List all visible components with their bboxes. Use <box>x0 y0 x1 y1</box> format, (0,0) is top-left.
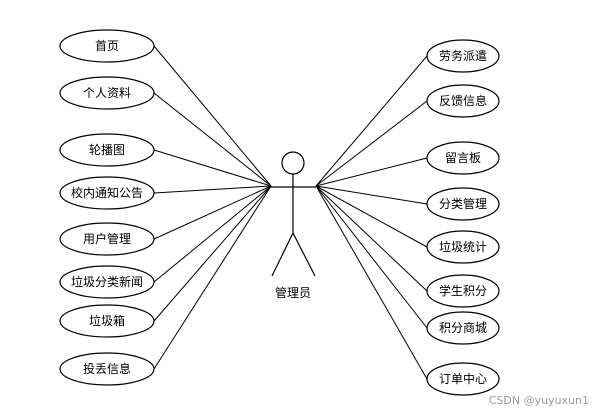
use-case-right-5: 垃圾统计 <box>426 230 500 264</box>
association-line-left-5 <box>153 185 272 240</box>
association-line-left-7 <box>153 185 272 322</box>
use-case-label: 用户管理 <box>83 231 131 246</box>
association-line-right-1 <box>315 55 428 187</box>
association-line-left-2 <box>153 92 272 187</box>
use-case-right-3: 留言板 <box>426 141 500 175</box>
use-case-ellipse <box>426 39 500 73</box>
use-case-left-6: 垃圾分类新闻 <box>59 265 155 299</box>
actor-left-leg <box>271 232 294 277</box>
association-line-right-5 <box>315 185 428 248</box>
use-case-label: 轮播图 <box>89 143 125 157</box>
actor-figure: 管理员 <box>270 151 316 300</box>
use-case-left-2: 个人资料 <box>59 76 155 110</box>
use-case-label: 首页 <box>95 39 119 53</box>
use-case-ellipse <box>426 230 500 264</box>
use-case-label: 订单中心 <box>439 371 487 386</box>
use-case-left-4: 校内通知公告 <box>59 176 155 210</box>
association-line-left-3 <box>153 149 272 187</box>
association-line-left-6 <box>153 185 272 283</box>
use-case-label: 反馈信息 <box>439 93 487 108</box>
association-line-left-8 <box>153 185 272 370</box>
use-case-ellipse <box>426 187 500 221</box>
actor-name: 管理员 <box>275 285 311 300</box>
use-case-right-4: 分类管理 <box>426 187 500 221</box>
use-case-label: 留言板 <box>445 151 481 165</box>
association-line-left-1 <box>153 45 272 187</box>
use-case-ellipse <box>426 311 500 345</box>
use-case-ellipse <box>59 304 155 338</box>
use-case-label: 学生积分 <box>439 283 487 298</box>
use-case-ellipse <box>59 133 155 167</box>
association-line-right-4 <box>315 185 428 205</box>
use-case-left-3: 轮播图 <box>59 133 155 167</box>
use-case-label: 垃圾统计 <box>439 239 487 254</box>
use-case-right-2: 反馈信息 <box>426 84 500 118</box>
use-case-ellipse <box>59 265 155 299</box>
use-case-label: 劳务派遣 <box>439 48 487 63</box>
use-case-ellipse <box>426 141 500 175</box>
use-case-label: 分类管理 <box>439 196 487 211</box>
association-line-left-4 <box>153 185 272 194</box>
association-line-right-6 <box>315 185 428 292</box>
use-case-label: 个人资料 <box>83 86 131 100</box>
use-case-label: 校内通知公告 <box>71 185 143 200</box>
use-case-label: 垃圾分类新闻 <box>71 274 143 289</box>
use-case-ellipse <box>59 352 155 386</box>
use-case-ellipse <box>426 84 500 118</box>
use-case-ellipse <box>59 29 155 63</box>
association-line-right-3 <box>315 157 428 187</box>
association-line-right-2 <box>315 100 428 187</box>
use-case-left-8: 投丢信息 <box>59 352 155 386</box>
use-case-left-7: 垃圾箱 <box>59 304 155 338</box>
actor-head <box>281 151 305 175</box>
use-case-right-7: 积分商城 <box>426 311 500 345</box>
use-case-right-6: 学生积分 <box>426 274 500 308</box>
actor-right-leg <box>292 232 316 277</box>
use-case-left-5: 用户管理 <box>59 222 155 256</box>
use-case-ellipse <box>59 222 155 256</box>
use-case-right-8: 订单中心 <box>426 362 500 396</box>
watermark: CSDN @yuyuxun1 <box>488 394 589 407</box>
use-case-ellipse <box>59 76 155 110</box>
use-case-left-1: 首页 <box>59 29 155 63</box>
association-line-right-7 <box>315 185 428 329</box>
use-case-ellipse <box>59 176 155 210</box>
use-case-right-1: 劳务派遣 <box>426 39 500 73</box>
use-case-label: 投丢信息 <box>83 361 131 376</box>
use-case-ellipse <box>426 362 500 396</box>
association-line-right-8 <box>315 185 428 380</box>
use-case-label: 积分商城 <box>439 320 487 335</box>
use-case-label: 垃圾箱 <box>89 313 125 328</box>
use-case-ellipse <box>426 274 500 308</box>
